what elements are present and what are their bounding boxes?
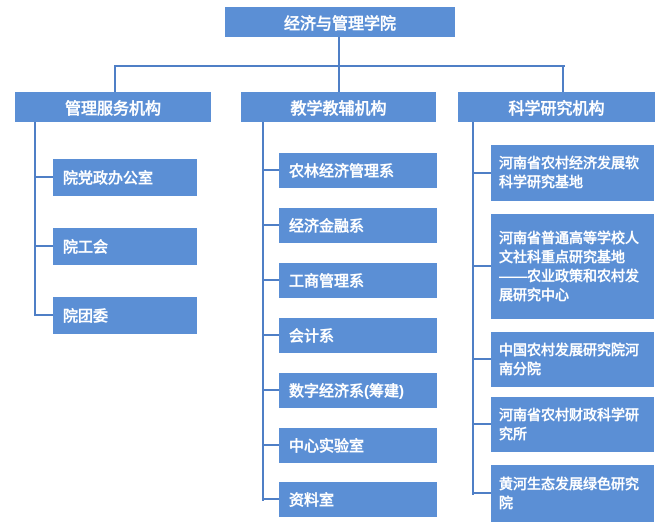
org-node-labor-union: 院工会: [53, 228, 197, 265]
connector-col2-stub-1: [262, 169, 279, 171]
connector-col2-vertical: [262, 122, 264, 501]
connector-col3-stub-2: [472, 265, 491, 267]
connector-drop-branch-2: [338, 65, 340, 92]
org-node-agri-forestry-econ-dept: 农林经济管理系: [279, 153, 437, 188]
connector-col2-stub-4: [262, 334, 279, 336]
org-node-reference-room: 资料室: [279, 482, 437, 517]
connector-col3-stub-1: [472, 172, 491, 174]
org-node-accounting-dept: 会计系: [279, 318, 437, 353]
org-root-box: 经济与管理学院: [225, 7, 455, 37]
org-node-party-admin-office: 院党政办公室: [53, 159, 197, 196]
connector-col1-vertical: [34, 122, 36, 316]
org-node-rural-fiscal-science-institute: 河南省农村财政科学研究所: [491, 397, 654, 452]
branch-header-management-services: 管理服务机构: [15, 92, 211, 122]
connector-col1-stub-3: [34, 314, 53, 316]
branch-header-teaching-auxiliary: 教学教辅机构: [241, 92, 436, 122]
org-node-rural-econ-soft-science-base: 河南省农村经济发展软科学研究基地: [491, 145, 654, 201]
connector-col3-stub-4: [472, 423, 491, 425]
connector-col2-stub-5: [262, 389, 279, 391]
connector-col2-stub-2: [262, 224, 279, 226]
connector-root-vertical: [338, 37, 340, 65]
connector-col2-stub-7: [262, 498, 279, 500]
connector-col1-stub-1: [34, 176, 53, 178]
org-node-humanities-social-science-key-base: 河南省普通高等学校人文社科重点研究基地——农业政策和农村发展研究中心: [491, 214, 654, 319]
org-node-business-admin-dept: 工商管理系: [279, 263, 437, 298]
connector-col1-stub-2: [34, 245, 53, 247]
org-node-china-rural-dev-institute-henan: 中国农村发展研究院河南分院: [491, 332, 654, 387]
org-node-central-lab: 中心实验室: [279, 428, 437, 463]
org-node-youth-league: 院团委: [53, 297, 197, 334]
connector-drop-branch-3: [562, 65, 564, 92]
branch-header-scientific-research: 科学研究机构: [458, 92, 655, 122]
connector-col3-stub-3: [472, 358, 491, 360]
org-node-econ-finance-dept: 经济金融系: [279, 208, 437, 243]
connector-drop-branch-1: [114, 65, 116, 92]
connector-col3-vertical: [472, 122, 474, 495]
org-node-yellow-river-green-dev-institute: 黄河生态发展绿色研究院: [491, 465, 654, 522]
connector-col2-stub-6: [262, 444, 279, 446]
connector-col2-stub-3: [262, 279, 279, 281]
connector-col3-stub-5: [472, 492, 491, 494]
org-node-digital-econ-dept: 数字经济系(筹建): [279, 373, 437, 408]
